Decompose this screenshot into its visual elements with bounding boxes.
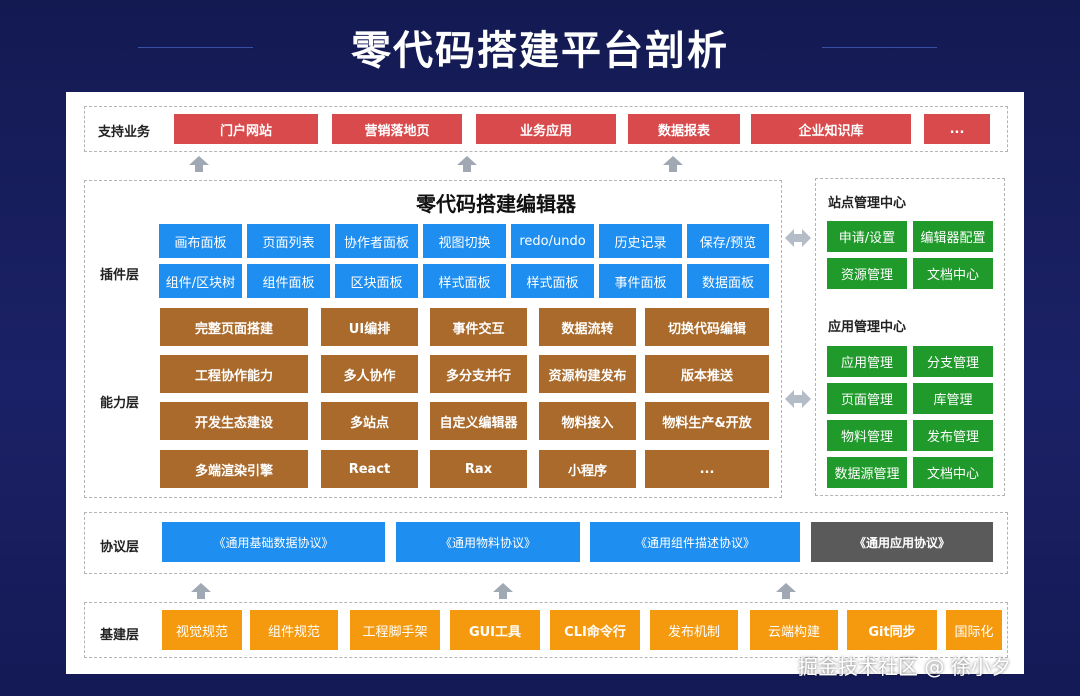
plugin-item: 保存/预览 [687,224,769,258]
ability-item: 切换代码编辑 [645,308,769,346]
ability-item: React [321,450,418,488]
plugin-item: 协作者面板 [335,224,418,258]
plugin-item: 数据面板 [687,264,769,298]
base-item: 视觉规范 [162,610,242,650]
base-item: 组件规范 [250,610,338,650]
plugin-item: 区块面板 [335,264,418,298]
support-item: 门户网站 [174,114,318,144]
site-center-title: 站点管理中心 [828,196,907,211]
support-layer-label: 支持业务 [98,125,151,140]
base-item: 工程脚手架 [350,610,440,650]
support-item: ... [924,114,990,144]
support-layer-frame [84,106,1008,152]
up-arrow-icon [191,583,211,599]
app-center-item: 物料管理 [827,420,907,451]
ability-item: 多端渲染引擎 [160,450,308,488]
ability-item: 多人协作 [321,355,418,393]
support-item: 数据报表 [628,114,740,144]
plugin-item: 组件面板 [247,264,330,298]
ability-item: 自定义编辑器 [430,402,527,440]
site-center-item: 申请/设置 [827,221,907,252]
plugin-layer-label: 插件层 [100,268,140,283]
ability-item: Rax [430,450,527,488]
bidirectional-arrow-icon [785,390,811,408]
app-center-title: 应用管理中心 [828,320,907,335]
site-center-item: 文档中心 [913,258,993,289]
editor-frame [84,180,782,498]
app-center-item: 文档中心 [913,457,993,488]
ability-item: 开发生态建设 [160,402,308,440]
app-center-item: 分支管理 [913,346,993,377]
ability-item: 多分支并行 [430,355,527,393]
ability-item: 多站点 [321,402,418,440]
ability-item: 工程协作能力 [160,355,308,393]
ability-item: 完整页面搭建 [160,308,308,346]
app-center-item: 应用管理 [827,346,907,377]
ability-item: ... [645,450,769,488]
watermark: 掘金技术社区 @ 徐小夕 [798,655,1011,679]
plugin-item: 组件/区块树 [159,264,242,298]
bidirectional-arrow-icon [785,229,811,247]
protocol-item: 《通用组件描述协议》 [590,522,800,562]
ability-item: 事件交互 [430,308,527,346]
app-center-item: 库管理 [913,383,993,414]
title-left-line [138,47,253,48]
ability-layer-label: 能力层 [100,396,140,411]
plugin-item: 样式面板 [511,264,594,298]
page-title: 零代码搭建平台剖析 [351,28,729,74]
plugin-item: 样式面板 [423,264,506,298]
protocol-item: 《通用物料协议》 [396,522,580,562]
protocol-layer-frame [84,512,1008,574]
ability-item: 数据流转 [539,308,636,346]
base-item: 国际化 [946,610,1002,650]
app-center-item: 数据源管理 [827,457,907,488]
base-item: 云端构建 [750,610,838,650]
ability-item: 小程序 [539,450,636,488]
plugin-item: 页面列表 [247,224,330,258]
up-arrow-icon [457,156,477,172]
base-item: Git同步 [847,610,937,650]
protocol-item: 《通用基础数据协议》 [162,522,385,562]
app-center-item: 发布管理 [913,420,993,451]
base-item: CLI命令行 [550,610,640,650]
ability-item: 版本推送 [645,355,769,393]
protocol-layer-label: 协议层 [100,540,140,555]
base-layer-label: 基建层 [100,628,140,643]
site-center-item: 资源管理 [827,258,907,289]
title-right-line [822,47,937,48]
ability-item: 物料生产&开放 [645,402,769,440]
ability-item: 资源构建发布 [539,355,636,393]
base-item: 发布机制 [650,610,738,650]
ability-item: UI编排 [321,308,418,346]
plugin-item: 历史记录 [599,224,682,258]
ability-item: 物料接入 [539,402,636,440]
support-item: 营销落地页 [332,114,462,144]
protocol-item: 《通用应用协议》 [811,522,993,562]
up-arrow-icon [189,156,209,172]
up-arrow-icon [776,583,796,599]
base-layer-frame [84,602,1008,658]
app-center-item: 页面管理 [827,383,907,414]
base-item: GUI工具 [450,610,540,650]
support-item: 业务应用 [476,114,616,144]
up-arrow-icon [493,583,513,599]
plugin-item: 视图切换 [423,224,506,258]
editor-title: 零代码搭建编辑器 [416,192,576,216]
management-frame [815,178,1005,496]
plugin-item: 画布面板 [159,224,242,258]
architecture-diagram: 支持业务 门户网站 营销落地页 业务应用 数据报表 企业知识库 ... 零代码搭… [66,92,1024,674]
site-center-item: 编辑器配置 [913,221,993,252]
support-item: 企业知识库 [751,114,911,144]
up-arrow-icon [663,156,683,172]
plugin-item: redo/undo [511,224,594,258]
plugin-item: 事件面板 [599,264,682,298]
